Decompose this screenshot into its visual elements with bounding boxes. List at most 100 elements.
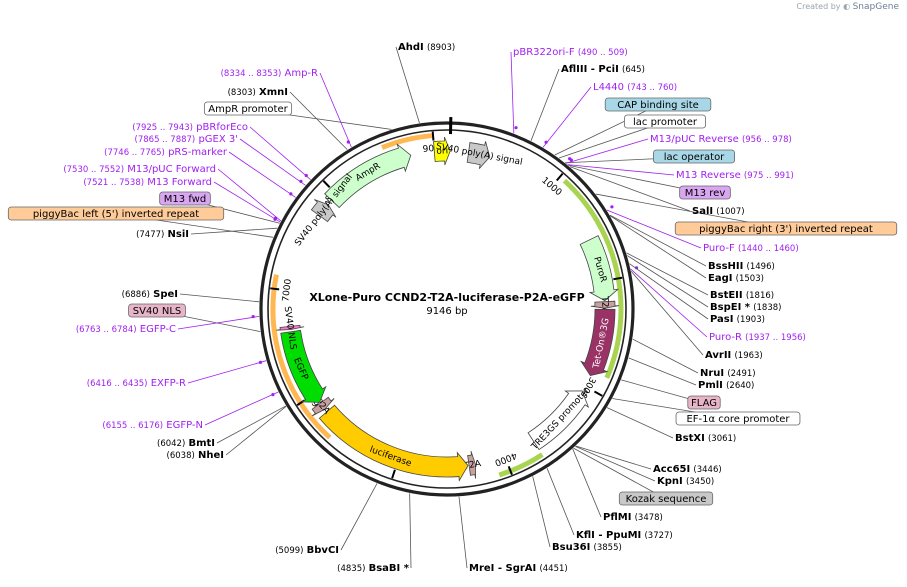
feature-box-label-cap-box: CAP binding site <box>617 100 699 111</box>
outer-feature-piggybac-left-5-inverted-repeat[interactable] <box>270 274 332 440</box>
feature-label-sv40-poly-a-signal-3: SV40 poly(A) signal <box>293 173 355 249</box>
site-position-m13puc-rev: (956 .. 978) <box>742 135 792 145</box>
enzyme-label-nhei[interactable]: (6038) NheI <box>167 450 224 461</box>
leader-line-nsii <box>190 227 278 235</box>
enzyme-label-afliii[interactable]: AflIII - PciI (645) <box>561 64 645 75</box>
feature-sv40-poly-a-signal-3[interactable] <box>310 199 337 223</box>
feature-box-pb-right-box[interactable] <box>674 221 898 236</box>
enzyme-label-spei[interactable]: (6886) SpeI <box>122 289 178 300</box>
feature-puror-4[interactable] <box>579 235 620 302</box>
site-name-kpni: KpnI <box>657 476 683 487</box>
leader-line-eagi <box>610 215 707 279</box>
feature-sv40-poly-a-signal-1[interactable] <box>466 141 491 169</box>
feature-t2a-5[interactable] <box>590 300 620 309</box>
site-position-spei: (6886) <box>122 290 150 300</box>
feature-box-lacop-box[interactable] <box>653 149 736 164</box>
tick-mark-3000 <box>593 390 603 397</box>
feature-luciferase-9[interactable] <box>318 404 469 482</box>
primer-label-exfp-r[interactable]: (6416 .. 6435) EXFP-R <box>87 378 186 389</box>
enzyme-label-pasi[interactable]: PasI (1903) <box>710 314 765 325</box>
site-position-l4440: (743 .. 760) <box>627 83 677 93</box>
primer-label-l4440[interactable]: L4440 (743 .. 760) <box>593 82 677 93</box>
site-name-bmti: BmtI <box>188 438 215 449</box>
enzyme-label-nrui[interactable]: NruI (2491) <box>700 368 756 379</box>
feature-box-cap-box[interactable] <box>604 97 712 112</box>
outer-feature-piggybac-right-3-inverted-repeat[interactable] <box>562 178 624 379</box>
primer-label-m13-forward[interactable]: (7521 .. 7538) M13 Forward <box>83 177 212 188</box>
enzyme-label-mrei[interactable]: MreI - SgrAI (4451) <box>469 563 568 574</box>
feature-tet-on-3g-6[interactable] <box>580 308 616 376</box>
feature-egfp-11[interactable] <box>280 329 327 403</box>
enzyme-label-sali[interactable]: SalI (1007) <box>692 206 745 217</box>
primer-label-m13puc-fwd[interactable]: (7530 .. 7552) M13/pUC Forward <box>63 164 216 175</box>
feature-box-label-m13rev-box: M13 rev <box>685 188 726 199</box>
primer-site-prs-marker <box>289 192 293 196</box>
primer-site-pbrforeco <box>304 173 308 178</box>
primer-label-m13-reverse[interactable]: M13 Reverse (975 .. 991) <box>676 170 794 181</box>
feature-box-ef1a-box[interactable] <box>675 411 801 426</box>
site-name-bspei: BspEI * <box>710 302 751 313</box>
enzyme-label-acc65i[interactable]: Acc65I (3446) <box>653 464 722 475</box>
feature-box-flag-box[interactable] <box>687 395 721 410</box>
tick-label-4000: 4000 <box>493 450 518 468</box>
primer-label-pgex3[interactable]: (7865 .. 7887) pGEX 3' <box>135 134 238 145</box>
site-position-kpni: (3450) <box>686 477 714 487</box>
feature-box-label-pb-right-box: piggyBac right (3') inverted repeat <box>699 224 873 235</box>
feature-box-kozak-box[interactable] <box>618 491 714 506</box>
feature-p2a-10[interactable] <box>311 396 335 417</box>
site-position-sali: (1007) <box>716 207 744 217</box>
site-position-eagi: (1503) <box>736 274 764 284</box>
feature-box-sv40nls-box[interactable] <box>128 303 186 318</box>
feature-box-label-lacop-box: lac operator <box>664 152 725 163</box>
enzyme-label-kfli[interactable]: KflI - PpuMI (3727) <box>576 530 673 541</box>
enzyme-label-xmni[interactable]: (8303) XmnI <box>228 87 288 98</box>
feature-ori-0[interactable] <box>433 136 451 166</box>
tick-mark-7000 <box>270 287 280 291</box>
site-position-exfp-r: (6416 .. 6435) <box>87 379 148 389</box>
enzyme-label-bsu36i[interactable]: Bsu36I (3855) <box>552 542 622 553</box>
primer-site-m13puc-rev <box>568 157 572 161</box>
primer-label-egfp-c[interactable]: (6763 .. 6784) EGFP-C <box>76 324 176 335</box>
primer-label-m13puc-rev[interactable]: M13/pUC Reverse (956 .. 978) <box>650 134 792 145</box>
primer-label-puro-r[interactable]: Puro-R (1937 .. 1956) <box>709 332 806 343</box>
enzyme-label-avrii[interactable]: AvrII (1963) <box>705 350 763 361</box>
enzyme-label-bsabi[interactable]: (4835) BsaBI * <box>337 563 410 574</box>
enzyme-label-pflmi[interactable]: PflMI (3478) <box>603 512 663 523</box>
site-name-prs-marker: pRS-marker <box>168 147 228 158</box>
enzyme-label-pmli[interactable]: PmlI (2640) <box>698 380 754 391</box>
enzyme-label-kpni[interactable]: KpnI (3450) <box>657 476 714 487</box>
enzyme-label-bmti[interactable]: (6042) BmtI <box>157 438 215 449</box>
outer-feature-ef-1-core-promoter[interactable] <box>498 452 544 478</box>
site-name-ampr-primer: Amp-R <box>285 68 319 79</box>
enzyme-label-bbvci[interactable]: (5099) BbvCI <box>275 545 339 556</box>
site-position-ampr-primer: (8334 .. 8353) <box>221 69 282 79</box>
site-name-pbrforeco: pBRforEco <box>196 122 248 133</box>
feature-t2a-8[interactable] <box>467 450 476 479</box>
enzyme-label-bspei[interactable]: BspEI * (1838) <box>710 302 781 313</box>
site-name-bsu36i: Bsu36I <box>552 542 590 553</box>
outer-feature-ampr-promoter[interactable] <box>381 133 434 150</box>
enzyme-label-eagi[interactable]: EagI (1503) <box>708 273 764 284</box>
tick-mark-4000 <box>507 465 513 476</box>
feature-box-m13rev-box[interactable] <box>679 185 731 200</box>
site-name-egfp-c: EGFP-C <box>140 324 176 335</box>
enzyme-label-bstxi[interactable]: BstXI (3061) <box>675 433 736 444</box>
enzyme-label-nsii[interactable]: (7477) NsiI <box>136 229 189 240</box>
feature-box-lacpromoter-box[interactable] <box>624 114 707 129</box>
feature-ampr-2[interactable] <box>324 143 412 209</box>
enzyme-label-ahdi[interactable]: AhdI (8903) <box>398 42 455 53</box>
primer-label-puro-f[interactable]: Puro-F (1440 .. 1460) <box>703 243 799 254</box>
feature-box-m13-fwd-box[interactable] <box>159 191 211 206</box>
enzyme-label-bsteii[interactable]: BstEII (1816) <box>710 290 774 301</box>
primer-label-egfp-n[interactable]: (6155 .. 6176) EGFP-N <box>102 420 203 431</box>
feature-box-ampr-promoter[interactable] <box>203 101 293 116</box>
enzyme-label-bsshii[interactable]: BssHII (1496) <box>708 261 775 272</box>
primer-label-pbr322ori[interactable]: pBR322ori-F (490 .. 509) <box>513 47 628 58</box>
snapgene-brand-name: SnapGene <box>852 2 899 12</box>
feature-box-pb-left-box[interactable] <box>7 206 225 221</box>
feature-tre3gs-promoter-7[interactable] <box>527 390 590 451</box>
feature-sv40-nls-12[interactable] <box>276 324 305 331</box>
primer-label-prs-marker[interactable]: (7746 .. 7765) pRS-marker <box>104 147 228 158</box>
primer-label-ampr-primer[interactable]: (8334 .. 8353) Amp-R <box>221 68 318 79</box>
primer-label-pbrforeco[interactable]: (7925 .. 7943) pBRforEco <box>132 122 248 133</box>
